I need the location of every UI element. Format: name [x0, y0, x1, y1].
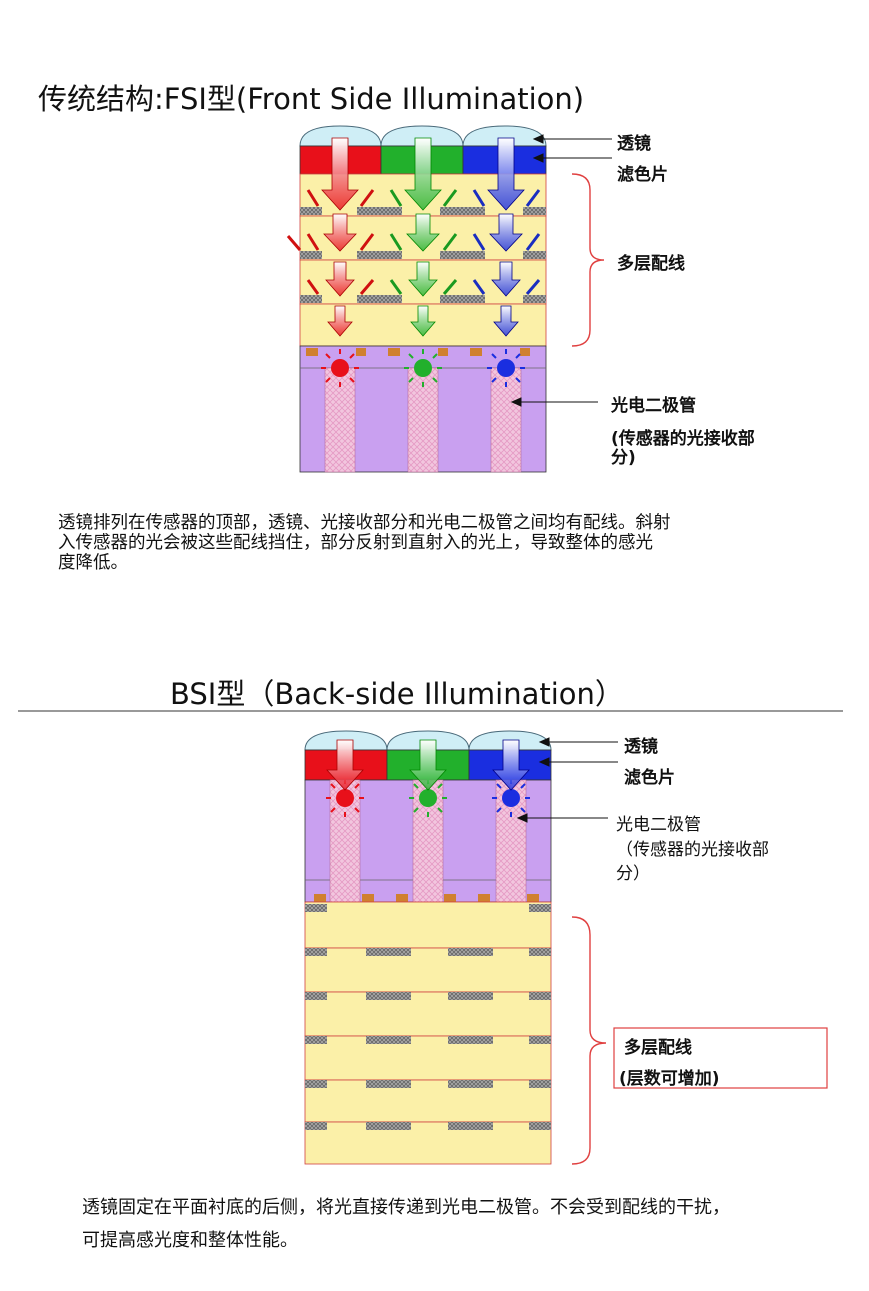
bsi-substrate	[304, 779, 552, 903]
bsi-label-color-filter: 滤色片	[624, 768, 675, 788]
bsi-label-wiring: 多层配线	[624, 1038, 692, 1058]
bsi-wiring-bracket	[571, 916, 607, 1165]
bsi-light-arrows	[326, 739, 530, 791]
fsi-photodiodes	[321, 349, 525, 473]
fsi-lenses	[299, 125, 547, 147]
fsi-description-line: 度降低。	[58, 553, 128, 573]
bsi-title: BSI型（Back-side Illumination）	[170, 677, 624, 711]
fsi-title: 传统结构:FSI型(Front Side Illumination)	[38, 82, 585, 116]
bsi-label-wiring-note: (层数可增加)	[619, 1069, 720, 1089]
fsi-description: 透镜排列在传感器的顶部，透镜、光接收部分和光电二极管之间均有配线。斜射 入传感器…	[58, 513, 671, 573]
bsi-label-lens: 透镜	[624, 737, 658, 757]
bsi-label-photodiode: 光电二极管	[616, 815, 701, 835]
fsi-light-arrows	[286, 137, 541, 337]
fsi-label-photodiode: 光电二极管	[611, 396, 696, 416]
bsi-wiring-label-box	[613, 1027, 828, 1089]
fsi-label-lens: 透镜	[617, 134, 651, 154]
fsi-wiring-bracket	[571, 173, 605, 347]
fsi-description-line: 入传感器的光会被这些配线挡住，部分反射到直射入的光上，导致整体的感光	[58, 533, 653, 553]
fsi-metal-lines	[300, 207, 546, 303]
bsi-description: 透镜固定在平面衬底的后侧，将光直接传递到光电二极管。不会受到配线的干扰， 可提高…	[82, 1191, 730, 1257]
bsi-description-line: 透镜固定在平面衬底的后侧，将光直接传递到光电二极管。不会受到配线的干扰，	[82, 1197, 730, 1218]
fsi-label-wiring: 多层配线	[617, 254, 685, 274]
fsi-label-photodiode-note-2: 分)	[611, 448, 636, 468]
fsi-description-line: 透镜排列在传感器的顶部，透镜、光接收部分和光电二极管之间均有配线。斜射	[58, 513, 671, 533]
bsi-label-photodiode-note-1: （传感器的光接收部	[616, 840, 769, 860]
bsi-description-line: 可提高感光度和整体性能。	[82, 1230, 298, 1251]
bsi-callout-lines	[516, 737, 618, 823]
bsi-wiring-layers	[304, 901, 552, 1165]
bsi-label-photodiode-note-2: 分）	[616, 864, 650, 884]
fsi-label-photodiode-note-1: (传感器的光接收部	[611, 429, 755, 449]
fsi-label-color-filter: 滤色片	[617, 165, 668, 185]
fsi-callout-lines	[510, 134, 612, 407]
